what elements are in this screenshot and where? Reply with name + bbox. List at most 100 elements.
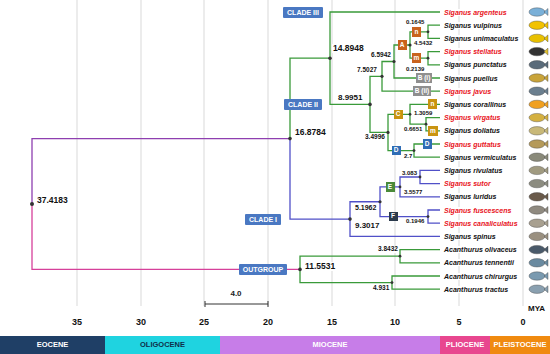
species-name: Siganus unimaculatus	[443, 35, 519, 42]
subclade-tag: D	[423, 139, 432, 149]
epoch-name: EOCENE	[37, 341, 69, 349]
subclade-tag: C	[394, 110, 403, 120]
clade-box: OUTGROUP	[239, 264, 287, 275]
species-name: Acanthurus olivaceus	[443, 246, 518, 253]
clade-label: B (i)	[418, 75, 431, 82]
clade-label: D	[394, 147, 399, 154]
divergence-age: 37.4183	[36, 196, 69, 205]
species-name: Siganus rivulatus	[443, 167, 503, 174]
divergence-age: 6.5942	[370, 52, 392, 59]
clade-label: C	[396, 111, 401, 118]
species-name: Siganus puellus	[443, 75, 499, 82]
divergence-age: 3.4996	[364, 134, 386, 141]
subclade-tag: F	[389, 212, 398, 222]
subclade-tag: A	[398, 40, 407, 50]
clade-label: CLADE II	[288, 101, 318, 108]
divergence-age: 0.1946	[405, 218, 425, 224]
axis-tick: 5	[455, 318, 462, 327]
species-name: Siganus virgatus	[443, 114, 501, 121]
divergence-age: 0.6651	[403, 126, 423, 132]
axis-tick: 30	[135, 318, 147, 327]
species-name: Siganus punctatus	[443, 61, 508, 68]
clade-label: CLADE III	[287, 9, 319, 16]
epoch-band: PLEISTOCENE	[490, 336, 550, 354]
species-name: Siganus corallinus	[443, 101, 507, 108]
divergence-age: 2.7	[403, 153, 413, 159]
clade-label: n	[431, 101, 435, 108]
epoch-name: OLIGOCENE	[140, 341, 185, 349]
clade-label: CLADE I	[249, 216, 277, 223]
divergence-age: 3.5577	[403, 189, 423, 195]
divergence-age: 0.1645	[405, 19, 425, 25]
clade-label: B (ii)	[415, 88, 429, 95]
epoch-band: PLIOCENE	[440, 336, 490, 354]
epoch-band: MIOCENE	[220, 336, 440, 354]
axis-tick: 20	[262, 318, 274, 327]
divergence-age: 0.2139	[405, 66, 425, 72]
clade-label: D	[425, 141, 430, 148]
subclade-tag: m	[412, 53, 422, 63]
species-name: Siganus doliatus	[443, 127, 501, 134]
axis-tick: 25	[198, 318, 210, 327]
clade-label: F	[391, 213, 395, 220]
scale-value: 4.0	[229, 290, 242, 298]
divergence-age: 14.8948	[332, 44, 365, 53]
divergence-age: 7.5027	[356, 67, 378, 74]
clade-box: CLADE II	[284, 99, 322, 110]
subclade-tag: m	[428, 126, 438, 136]
axis-unit: MYA	[527, 305, 546, 313]
subclade-tag: B (i)	[416, 73, 433, 83]
divergence-age: 5.1962	[354, 204, 377, 211]
species-name: Siganus spinus	[443, 233, 497, 240]
species-name: Acanthurus chirurgus	[443, 273, 518, 280]
species-name: Siganus canaliculatus	[443, 220, 519, 227]
divergence-age: 8.9951	[337, 94, 363, 102]
epoch-band: EOCENE	[0, 336, 105, 354]
species-name: Siganus vulpinus	[443, 22, 503, 29]
species-name: Siganus javus	[443, 88, 492, 95]
divergence-age: 9.3017	[354, 222, 380, 230]
epoch-band: OLIGOCENE	[105, 336, 220, 354]
species-name: Siganus sutor	[443, 180, 492, 187]
time-grid	[77, 0, 523, 306]
scale-bar	[205, 301, 268, 307]
clade-label: A	[400, 42, 405, 49]
axis-tick: 0	[519, 318, 526, 327]
subclade-tag: D	[392, 146, 401, 156]
divergence-age: 4.5432	[413, 40, 433, 46]
species-name: Siganus stellatus	[443, 48, 503, 55]
divergence-age: 11.5531	[304, 262, 336, 271]
species-name: Siganus guttatus	[443, 141, 502, 148]
subclade-tag: n	[428, 99, 437, 109]
epoch-name: PLIOCENE	[446, 341, 484, 349]
fish-icons	[529, 8, 548, 294]
clade-box: CLADE I	[245, 214, 281, 225]
divergence-age: 3.8432	[377, 246, 399, 253]
divergence-age: 1.3059	[413, 110, 433, 116]
clade-label: n	[415, 29, 419, 36]
epoch-name: PLEISTOCENE	[494, 341, 547, 349]
epoch-name: MIOCENE	[312, 341, 347, 349]
divergence-age: 4.931	[372, 285, 390, 292]
clade-box: CLADE III	[283, 7, 323, 18]
subclade-tag: n	[412, 27, 421, 37]
axis-tick: 15	[326, 318, 338, 327]
divergence-age: 16.8784	[294, 128, 327, 137]
axis-tick: 35	[71, 318, 83, 327]
tree-branches	[32, 12, 440, 289]
subclade-tag: B (ii)	[413, 86, 431, 96]
axis-tick: 10	[389, 318, 401, 327]
node-dots	[30, 30, 429, 284]
clade-label: m	[414, 55, 420, 62]
species-name: Siganus vermiculatus	[443, 154, 517, 161]
species-name: Siganus luridus	[443, 193, 498, 200]
species-name: Siganus fuscescens	[443, 207, 512, 214]
subclade-tag: E	[386, 182, 395, 192]
species-name: Acanthurus tractus	[443, 286, 509, 293]
species-name: Acanthurus tennentii	[443, 259, 515, 266]
divergence-age: 3.083	[401, 170, 418, 176]
clade-label: OUTGROUP	[243, 266, 283, 273]
clade-label: m	[430, 128, 436, 135]
species-name: Siganus argenteus	[443, 9, 508, 16]
